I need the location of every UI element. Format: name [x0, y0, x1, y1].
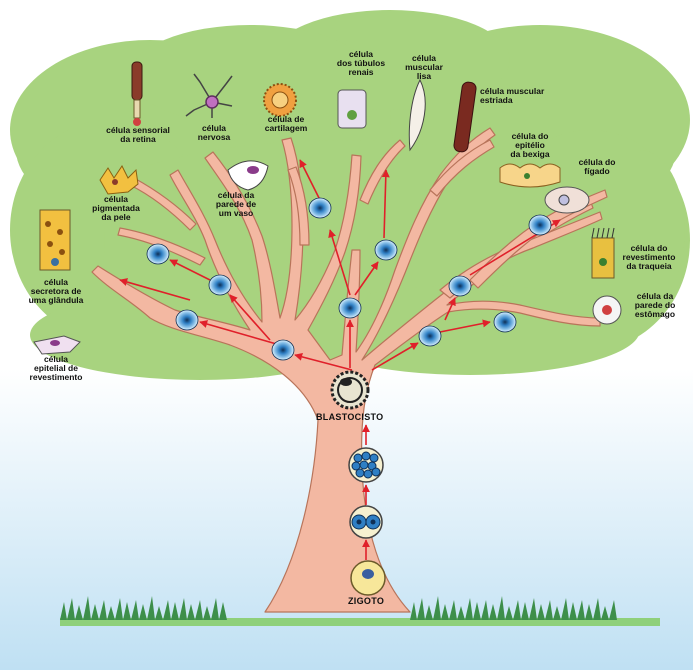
grass: [60, 596, 660, 626]
label-cartilage-cell: célula de cartilagem: [264, 114, 308, 133]
morula-embryo: [348, 447, 384, 483]
renal-tubule-cell-icon: [337, 89, 367, 129]
differentiation-arrows: [119, 159, 561, 560]
two-cell-embryo: [349, 505, 383, 539]
zygote-cell: [350, 560, 386, 596]
cartilage-cell-icon: [263, 83, 297, 117]
retina-cell-icon: [131, 61, 143, 126]
label-blastocyst: BLASTOCISTO: [316, 412, 384, 422]
label-zygote: ZIGOTO: [348, 596, 385, 606]
stomach-cell-icon: [592, 295, 622, 325]
label-gland-cell: célula secretora de uma glândula: [28, 277, 84, 305]
liver-cell-icon: [544, 186, 590, 214]
nerve-cell-icon: [185, 73, 233, 118]
label-smooth-muscle-cell: célula muscular lisa: [405, 53, 443, 81]
label-striated-muscle-cell: célula muscular estriada: [480, 86, 545, 105]
trachea-cell-icon: [591, 227, 615, 279]
label-trachea-cell: célula do revestimento da traqueia: [622, 243, 676, 271]
striated-muscle-cell-icon: [453, 81, 477, 153]
label-epithelial-cell: célula epitelial de revestimento: [29, 354, 83, 382]
label-retina-cell: célula sensorial da retina: [106, 125, 170, 144]
stem-cells: [146, 197, 552, 361]
gland-cell-icon: [39, 209, 71, 271]
label-bladder-cell: célula do epitélio da bexiga: [510, 131, 550, 159]
pigment-cell-icon: [99, 165, 139, 195]
bladder-cell-icon: [499, 163, 561, 188]
label-vessel-wall-cell: célula da parede de um vaso: [215, 190, 257, 218]
label-pigment-cell: célula pigmentada da pele: [92, 194, 140, 222]
blastocyst-embryo: [330, 370, 370, 410]
label-liver-cell: célula do fígado: [578, 157, 616, 176]
label-stomach-cell: célula da parede do estômago: [634, 291, 676, 319]
label-nerve-cell: célula nervosa: [197, 123, 231, 142]
label-renal-tubule-cell: célula dos túbulos renais: [336, 49, 386, 77]
epithelial-cell-icon: [33, 335, 81, 355]
smooth-muscle-cell-icon: [408, 78, 426, 152]
vessel-wall-cell-icon: [227, 160, 269, 191]
